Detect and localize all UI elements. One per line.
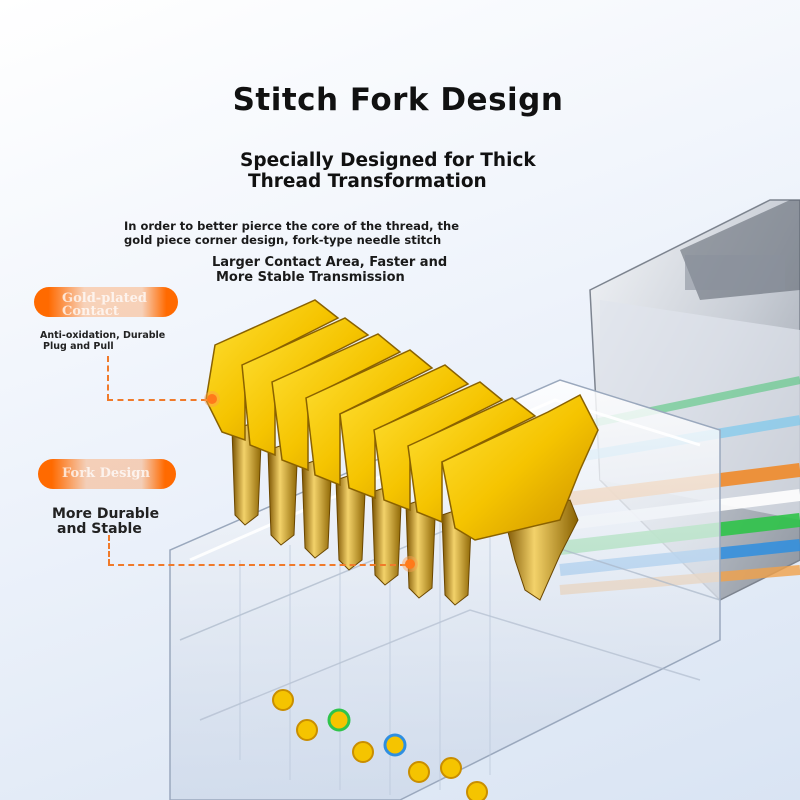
callout-gold-plated-label: Gold-plated Contact: [62, 291, 148, 319]
subtitle-line-1: Specially Designed for Thick: [240, 150, 536, 171]
callout-gold-plated-detail: Anti-oxidation, Durable Plug and Pull: [40, 330, 180, 352]
callout-fork-design-detail-line-1: More Durable: [52, 506, 160, 522]
callout-gold-plated-dot: [207, 394, 217, 404]
callout-fork-design-label: Fork Design: [62, 466, 150, 481]
callout-fork-design-detail-line-2: and Stable: [57, 521, 142, 537]
wire-end-dots: [272, 689, 488, 800]
callout-fork-design-pill: [38, 459, 176, 489]
contact-note: Larger Contact Area, Faster and More Sta…: [212, 255, 472, 285]
subtitle: Specially Designed for Thick Thread Tran…: [240, 150, 570, 192]
callout-gold-plated-detail-line-1: Anti-oxidation, Durable: [40, 330, 166, 341]
gold-fork-contacts: [205, 299, 599, 606]
contact-note-line-2: More Stable Transmission: [216, 270, 405, 285]
callout-fork-design-leader-vertical: [108, 535, 110, 565]
subtitle-line-2: Thread Transformation: [248, 171, 487, 192]
contact-note-line-1: Larger Contact Area, Faster and: [212, 255, 448, 270]
callout-gold-plated-detail-line-2: Plug and Pull: [43, 341, 114, 352]
callout-gold-plated-pill: [34, 287, 178, 317]
description-line-2: gold piece corner design, fork-type need…: [124, 233, 442, 247]
callout-fork-design-leader-horizontal: [108, 564, 406, 566]
page-title: Stitch Fork Design: [232, 82, 564, 118]
callout-fork-design-dot: [405, 559, 415, 569]
callout-gold-plated-leader-vertical: [107, 356, 109, 400]
description-line-1: In order to better pierce the core of th…: [124, 219, 459, 233]
callout-fork-design-detail: More Durable and Stable: [52, 507, 192, 537]
callout-gold-plated-leader-horizontal: [107, 399, 207, 401]
description: In order to better pierce the core of th…: [124, 219, 464, 247]
